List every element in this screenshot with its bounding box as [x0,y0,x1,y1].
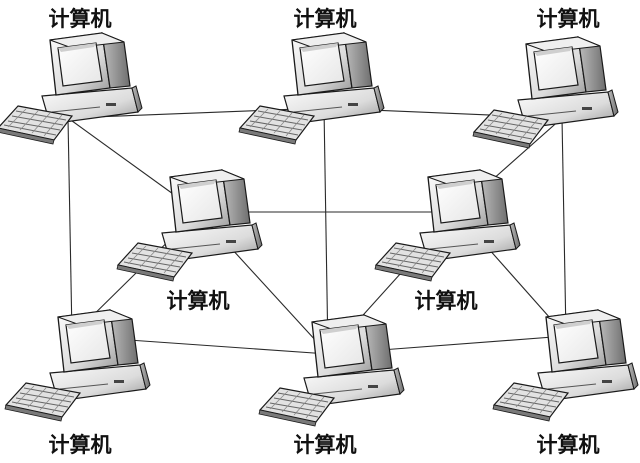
computer-icon [238,32,385,145]
computer-label: 计算机 [537,7,600,31]
computer-icon [472,36,619,149]
node-layer: 计算机计算机计算机计算机计算机计算机计算机计算机 [0,7,639,457]
computer-icon [258,314,405,427]
computer-node-n6: 计算机 [4,309,151,457]
link-n3-n8 [561,117,567,337]
computer-label: 计算机 [49,433,112,457]
computer-node-n3: 计算机 [472,7,619,149]
computer-label: 计算机 [49,7,112,31]
computer-label: 计算机 [537,433,600,457]
computer-label: 计算机 [294,433,357,457]
computer-icon [0,32,143,145]
computer-label: 计算机 [294,7,357,31]
computer-node-n7: 计算机 [258,314,405,457]
computer-node-n8: 计算机 [492,309,639,457]
computer-node-n5: 计算机 [374,169,521,313]
computer-label: 计算机 [415,289,478,313]
computer-icon [116,169,263,282]
computer-icon [4,309,151,422]
link-n2-n7 [323,107,329,355]
computer-node-n4: 计算机 [116,169,263,313]
computer-icon [492,309,639,422]
link-n1-n6 [67,117,73,337]
computer-icon [374,169,521,282]
computer-node-n1: 计算机 [0,7,143,145]
computer-node-n2: 计算机 [238,7,385,145]
computer-label: 计算机 [167,289,230,313]
